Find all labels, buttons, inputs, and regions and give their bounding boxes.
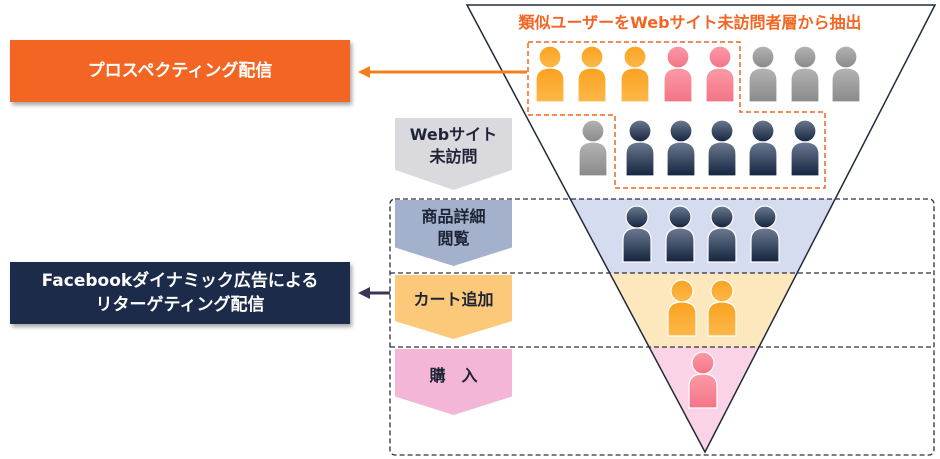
- retargeting-label-2: リターゲティング配信: [95, 295, 265, 315]
- person-icon-navy: [790, 119, 820, 177]
- person-icon-navy: [622, 205, 652, 263]
- person-icon-navy: [707, 205, 737, 263]
- person-icon-pink: [688, 351, 718, 409]
- prospecting-box: プロスペクティング配信: [10, 40, 350, 102]
- person-icon-navy: [750, 205, 780, 263]
- retargeting-label-1: Facebookダイナミック広告による: [41, 271, 319, 291]
- stage-label: 閲覧: [437, 229, 470, 248]
- arrowhead: [358, 66, 370, 78]
- person-icon-navy: [666, 119, 696, 177]
- band-detail-view: [570, 199, 835, 273]
- person-icon-pink: [705, 45, 735, 103]
- person-icon-navy: [748, 119, 778, 177]
- stage-label: 未訪問: [429, 147, 478, 166]
- funnel-outline: [465, 4, 937, 454]
- person-icon-orange: [535, 45, 565, 103]
- lookalike-title: 類似ユーザーをWebサイト未訪問者層から抽出: [518, 13, 862, 32]
- person-icon-gray: [831, 45, 861, 103]
- stage-label: カート追加: [413, 290, 494, 309]
- person-icon-gray: [748, 45, 778, 103]
- lookalike-region: [527, 41, 826, 189]
- person-icon-orange: [620, 45, 650, 103]
- stage-label: Webサイト: [409, 125, 498, 144]
- arrowhead: [358, 287, 370, 299]
- retargeting-box: Facebookダイナミック広告による リターゲティング配信: [10, 262, 350, 324]
- stage-label: 購 入: [429, 366, 478, 385]
- stage-label: 商品詳細: [421, 207, 486, 226]
- person-icon-navy: [707, 119, 737, 177]
- prospecting-label: プロスペクティング配信: [87, 61, 273, 81]
- person-icon-pink: [663, 45, 693, 103]
- person-icon-orange: [577, 45, 607, 103]
- person-icon-gray: [578, 119, 608, 177]
- person-icon-gray: [790, 45, 820, 103]
- person-icon-navy: [665, 205, 695, 263]
- band-cart: [610, 273, 797, 347]
- person-icon-navy: [625, 119, 655, 177]
- person-icon-orange: [707, 279, 737, 337]
- retargeting-region: [389, 198, 935, 456]
- person-icon-orange: [667, 279, 697, 337]
